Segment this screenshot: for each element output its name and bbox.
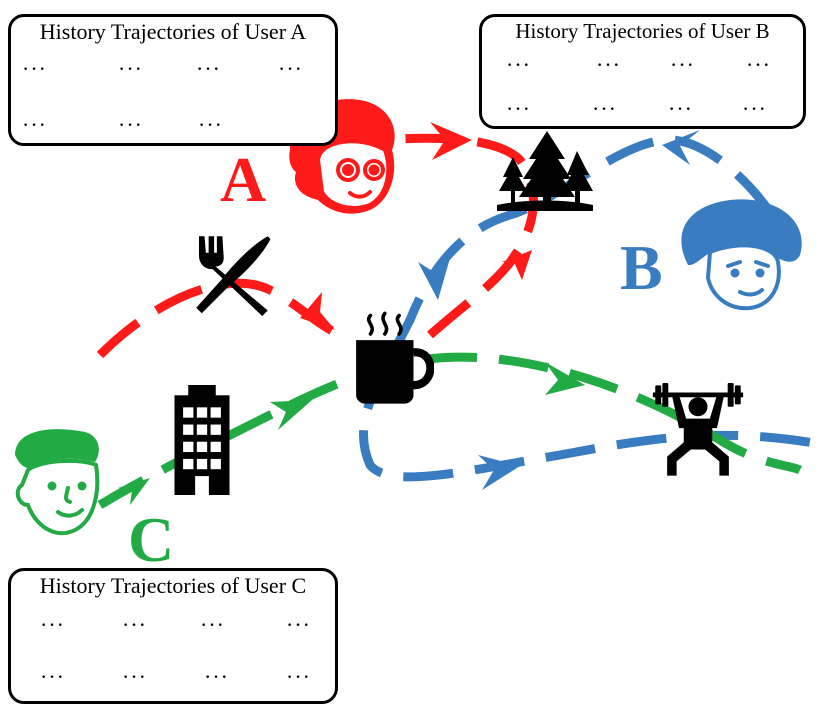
ellipsis-text: ··· xyxy=(592,96,617,121)
user-b-trajectory xyxy=(359,130,826,490)
arrow-b-1 xyxy=(662,130,700,165)
ellipsis-text: ··· xyxy=(122,664,147,689)
user-c-avatar xyxy=(15,429,100,536)
ellipsis-text: ··· xyxy=(198,112,223,137)
arrow-b-2 xyxy=(418,258,450,300)
arrow-a-3 xyxy=(300,292,335,330)
ellipsis-text: ··· xyxy=(742,96,767,121)
arrow-b-3 xyxy=(478,455,520,490)
trees-icon xyxy=(497,131,593,211)
history-box-user-b: History Trajectories of User B xyxy=(479,14,806,129)
ellipsis-text: ··· xyxy=(670,52,695,77)
user-c-label: C xyxy=(128,504,175,575)
ellipsis-text: ··· xyxy=(200,612,225,637)
ellipsis-text: ··· xyxy=(506,52,531,77)
history-box-title: History Trajectories of User A xyxy=(39,19,307,44)
coffee-icon xyxy=(356,313,430,403)
arrow-c-1 xyxy=(118,478,150,505)
ellipsis-text: ··· xyxy=(506,96,531,121)
ellipsis-text: ··· xyxy=(286,612,311,637)
history-box-user-c: History Trajectories of User C xyxy=(8,568,338,704)
ellipsis-text: ··· xyxy=(286,664,311,689)
fork-knife-icon xyxy=(196,236,271,316)
arrow-c-3 xyxy=(545,362,585,395)
user-a-label: A xyxy=(220,144,267,215)
arrow-c-2 xyxy=(270,400,312,430)
ellipsis-text: ··· xyxy=(196,56,221,81)
ellipsis-text: ··· xyxy=(746,52,771,77)
user-b-avatar xyxy=(681,199,802,311)
ellipsis-text: ··· xyxy=(118,112,143,137)
ellipsis-text: ··· xyxy=(22,56,47,81)
ellipsis-text: ··· xyxy=(40,664,65,689)
history-box-title: History Trajectories of User B xyxy=(515,19,770,43)
history-box-user-a: History Trajectories of User A xyxy=(8,14,338,146)
ellipsis-text: ··· xyxy=(596,52,621,77)
ellipsis-text: ··· xyxy=(204,664,229,689)
ellipsis-text: ··· xyxy=(118,56,143,81)
weightlifter-icon xyxy=(652,383,744,476)
arrow-a-2 xyxy=(502,250,532,280)
building-icon xyxy=(174,385,230,495)
user-b-label: B xyxy=(620,232,663,303)
ellipsis-text: ··· xyxy=(40,612,65,637)
ellipsis-text: ··· xyxy=(22,112,47,137)
ellipsis-text: ··· xyxy=(278,56,303,81)
ellipsis-text: ··· xyxy=(668,96,693,121)
ellipsis-text: ··· xyxy=(122,612,147,637)
arrow-a-1 xyxy=(430,122,472,160)
history-box-title: History Trajectories of User C xyxy=(39,573,307,598)
